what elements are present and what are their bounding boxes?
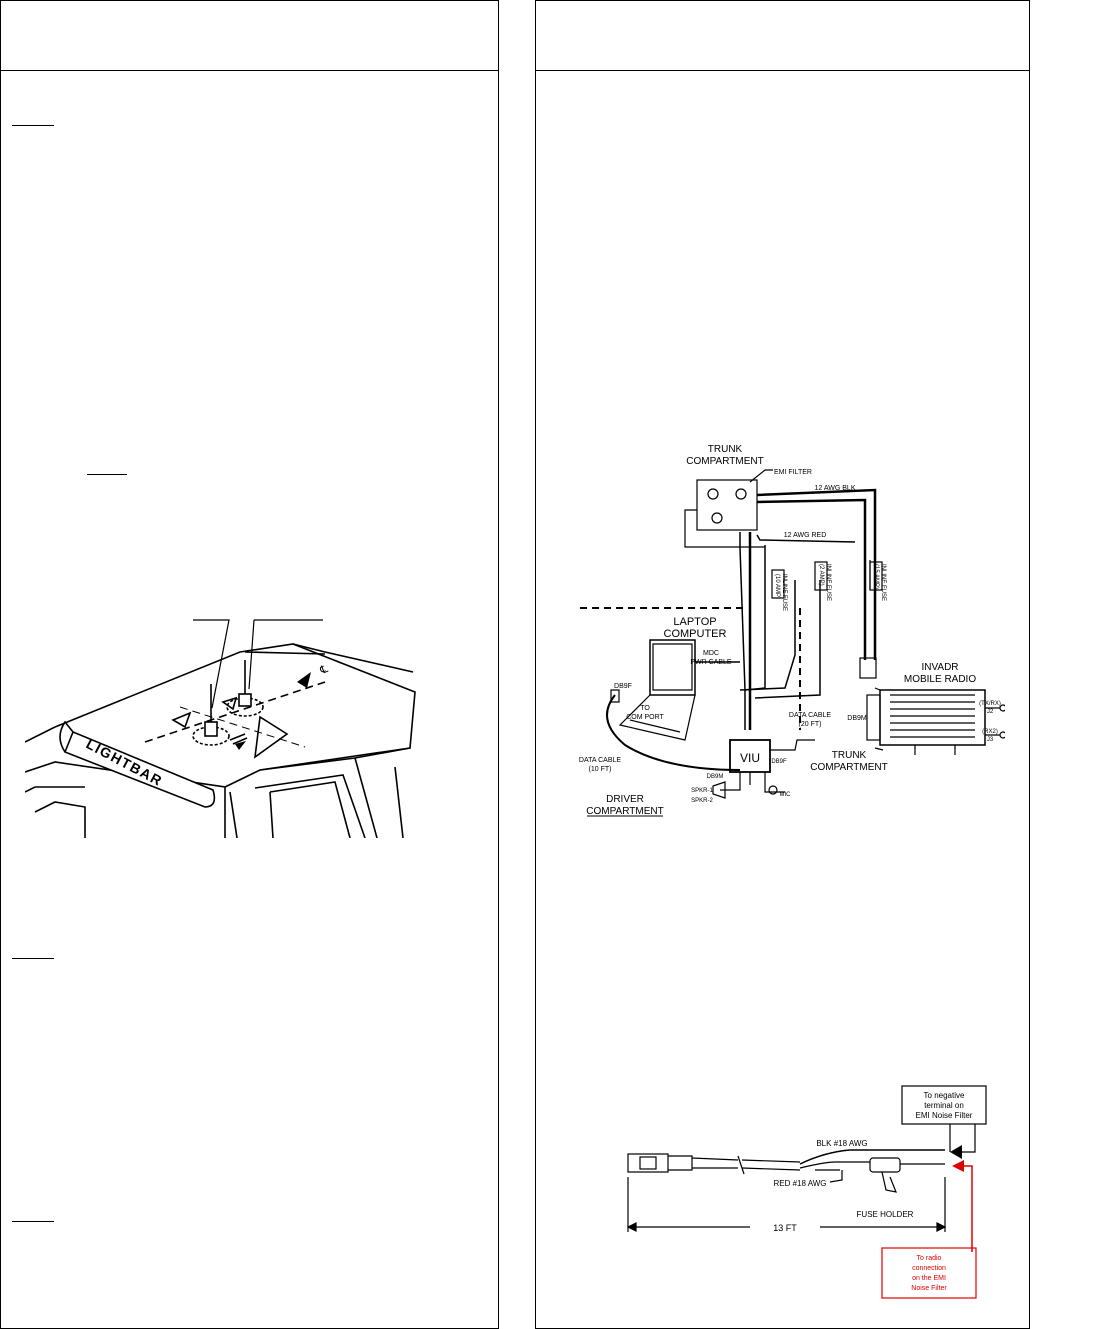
svg-text:INLINE FUSE: INLINE FUSE xyxy=(880,564,886,601)
roof-antenna-figure: ℄ LIGHTBAR xyxy=(25,619,416,838)
svg-text:DB9M: DB9M xyxy=(847,715,867,722)
power-cable-diagram: To negative terminal on EMI Noise Filter… xyxy=(626,1085,987,1299)
viu-label: VIU xyxy=(740,751,760,765)
svg-text:DRIVER: DRIVER xyxy=(606,794,644,805)
svg-text:TO: TO xyxy=(640,705,650,712)
note-underline-2 xyxy=(87,474,127,475)
svg-text:(RX2): (RX2) xyxy=(982,729,998,735)
svg-text:SPKR-2: SPKR-2 xyxy=(691,798,713,804)
svg-text:Noise Filter: Noise Filter xyxy=(911,1285,947,1292)
svg-text:TRUNK: TRUNK xyxy=(832,750,867,761)
left-header-cell xyxy=(1,1,498,71)
note-underline-1 xyxy=(12,125,54,126)
svg-text:℄: ℄ xyxy=(318,663,330,677)
svg-text:(10 FT): (10 FT) xyxy=(589,766,612,773)
svg-text:(TX/RX): (TX/RX) xyxy=(979,701,1001,707)
note-underline-3 xyxy=(12,958,54,959)
svg-text:COM PORT: COM PORT xyxy=(626,714,664,721)
svg-text:To radio: To radio xyxy=(917,1255,942,1262)
svg-text:J3: J3 xyxy=(987,737,994,743)
svg-text:DATA CABLE: DATA CABLE xyxy=(579,757,621,764)
svg-text:(2 AMP): (2 AMP) xyxy=(818,564,824,586)
radio-connection-callout xyxy=(881,1247,977,1299)
svg-text:(10 AMP): (10 AMP) xyxy=(774,574,780,599)
svg-text:DATA CABLE: DATA CABLE xyxy=(789,712,831,719)
svg-text:COMPARTMENT: COMPARTMENT xyxy=(586,806,663,817)
negative-terminal-callout xyxy=(901,1085,987,1125)
svg-text:To negative: To negative xyxy=(924,1091,965,1100)
svg-text:TRUNK: TRUNK xyxy=(708,444,743,455)
wiring-diagram: TRUNK COMPARTMENT EMI FILTER 12 AWG BLK … xyxy=(579,444,1005,817)
svg-text:DB9F: DB9F xyxy=(614,683,632,690)
svg-text:(15 AMP): (15 AMP) xyxy=(873,564,879,589)
note-underline-4 xyxy=(12,1221,54,1222)
svg-text:EMI Noise Filter: EMI Noise Filter xyxy=(916,1111,973,1120)
svg-text:connection: connection xyxy=(912,1265,946,1272)
svg-text:PWR CABLE: PWR CABLE xyxy=(690,659,732,666)
svg-text:on the EMI: on the EMI xyxy=(912,1275,946,1282)
svg-text:MDC: MDC xyxy=(703,650,719,657)
right-header-cell xyxy=(536,1,1029,71)
svg-text:MIC: MIC xyxy=(780,792,792,798)
svg-text:COMPARTMENT: COMPARTMENT xyxy=(686,456,763,467)
blk-wire-label: BLK #18 AWG xyxy=(816,1139,867,1148)
svg-text:DB9M: DB9M xyxy=(707,774,724,780)
svg-text:DB9F: DB9F xyxy=(771,759,787,765)
svg-text:COMPARTMENT: COMPARTMENT xyxy=(810,762,887,773)
fuse-holder-label: FUSE HOLDER xyxy=(857,1210,914,1219)
svg-text:terminal on: terminal on xyxy=(924,1101,964,1110)
svg-text:SPKR-1: SPKR-1 xyxy=(691,788,713,794)
svg-text:INLINE FUSE: INLINE FUSE xyxy=(825,564,831,601)
svg-text:COMPUTER: COMPUTER xyxy=(664,628,727,640)
awg-red-label: 12 AWG RED xyxy=(784,532,827,539)
length-label: 13 FT xyxy=(773,1223,797,1233)
svg-text:J2: J2 xyxy=(987,709,994,715)
svg-text:(20 FT): (20 FT) xyxy=(799,721,822,728)
svg-text:MOBILE RADIO: MOBILE RADIO xyxy=(904,674,976,685)
svg-text:INLINE FUSE: INLINE FUSE xyxy=(781,574,787,611)
emi-filter-label: EMI FILTER xyxy=(774,469,812,476)
laptop-label: LAPTOP xyxy=(673,616,716,628)
red-wire-label: RED #18 AWG xyxy=(773,1179,826,1188)
radio-label: INVADR xyxy=(921,662,958,673)
awg-blk-label: 12 AWG BLK xyxy=(815,485,856,492)
